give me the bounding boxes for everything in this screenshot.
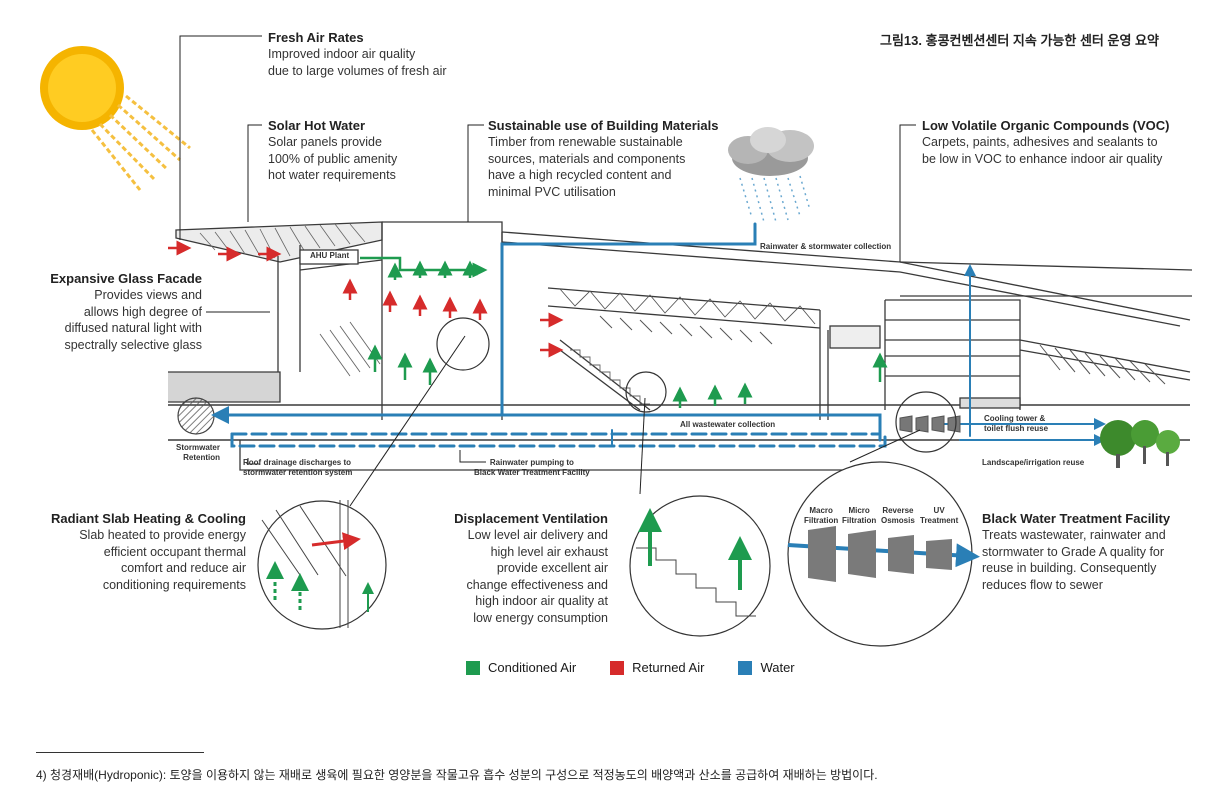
sun-icon [40, 46, 191, 191]
legend-label-returned-air: Returned Air [632, 660, 705, 675]
figure-title: 그림13. 홍콩컨벤션센터 지속 가능한 센터 운영 요약 [880, 33, 1159, 48]
callout-fresh-air-title: Fresh Air Rates [268, 30, 364, 45]
legend-swatch-returned-air [610, 660, 625, 675]
label-cooling-tower: Cooling tower & toilet flush reuse [984, 414, 1049, 433]
callout-leaders [179, 35, 921, 507]
rain-cloud-icon [728, 127, 814, 223]
callout-fresh-air: Fresh Air Rates Improved indoor air qual… [268, 29, 447, 79]
label-roof-drainage: Roof drainage discharges to stormwater r… [243, 458, 353, 477]
label-uv-treatment: UV Treatment [920, 506, 959, 525]
callout-displacement: Displacement Ventilation Low level air d… [430, 510, 608, 626]
legend-item-returned-air: Returned Air [610, 660, 704, 675]
label-ahu-plant: AHU Plant [310, 251, 350, 260]
label-all-wastewater: All wastewater collection [680, 420, 776, 429]
callout-materials: Sustainable use of Building Materials Ti… [488, 117, 718, 200]
callout-glass-title: Expansive Glass Facade [50, 271, 202, 286]
legend: Conditioned Air Returned Air Water [466, 660, 795, 675]
callout-displacement-body: Low level air delivery and high level ai… [466, 528, 608, 625]
callout-voc-body: Carpets, paints, adhesives and sealants … [922, 135, 1163, 166]
stormwater-retention-tank [177, 397, 215, 435]
label-landscape: Landscape/irrigation reuse [982, 458, 1085, 467]
detail-zoom-circles [257, 317, 973, 647]
label-stormwater-retention: Stormwater Retention [175, 443, 220, 462]
legend-swatch-conditioned-air [466, 660, 480, 675]
tree-icons [1100, 420, 1180, 468]
radiant-slab-detail [261, 500, 374, 628]
building-structure [168, 221, 1193, 471]
footnote-divider [36, 752, 204, 753]
callout-voc: Low Volatile Organic Compounds (VOC) Car… [922, 117, 1170, 167]
legend-label-conditioned-air: Conditioned Air [488, 660, 577, 675]
label-micro-filtration: Micro Filtration [842, 506, 877, 525]
label-rainwater-collection: Rainwater & stormwater collection [760, 242, 892, 251]
callout-glass-body: Provides views and allows high degree of… [64, 288, 202, 352]
callout-blackwater-body: Treats wastewater, rainwater and stormwa… [982, 528, 1166, 592]
callout-displacement-title: Displacement Ventilation [454, 511, 608, 526]
blackwater-detail [787, 526, 980, 582]
callout-solar-body: Solar panels provide 100% of public amen… [268, 135, 398, 182]
legend-swatch-water [738, 660, 753, 675]
callout-blackwater: Black Water Treatment Facility Treats wa… [982, 510, 1170, 593]
label-macro-filtration: Macro Filtration [804, 506, 839, 525]
callout-solar-title: Solar Hot Water [268, 118, 366, 133]
displacement-detail [636, 508, 756, 617]
returned-air-arrows [168, 240, 564, 358]
callout-materials-body: Timber from renewable sustainable source… [488, 135, 686, 199]
treatment-units [899, 415, 961, 433]
legend-label-water: Water [760, 660, 795, 675]
legend-item-water: Water [738, 660, 795, 675]
water-flow-lines [211, 222, 1106, 448]
callout-materials-title: Sustainable use of Building Materials [488, 118, 719, 133]
label-rainwater-pumping: Rainwater pumping to Black Water Treatme… [474, 458, 590, 477]
callout-radiant: Radiant Slab Heating & Cooling Slab heat… [30, 510, 246, 593]
callout-blackwater-title: Black Water Treatment Facility [982, 511, 1171, 526]
callout-radiant-title: Radiant Slab Heating & Cooling [50, 511, 246, 526]
callout-voc-title: Low Volatile Organic Compounds (VOC) [922, 118, 1170, 133]
callout-radiant-body: Slab heated to provide energy efficient … [79, 528, 246, 592]
footnote: 4) 청경재배(Hydroponic): 토양을 이용하지 않는 재배로 생육에… [36, 768, 878, 782]
conditioned-air-arrows [360, 256, 888, 408]
callout-solar: Solar Hot Water Solar panels provide 100… [268, 117, 397, 184]
callout-fresh-air-body: Improved indoor air quality due to large… [268, 47, 447, 78]
legend-item-conditioned-air: Conditioned Air [466, 660, 576, 675]
callout-glass: Expansive Glass Facade Provides views an… [20, 270, 202, 353]
label-reverse-osmosis: Reverse Osmosis [881, 506, 915, 525]
